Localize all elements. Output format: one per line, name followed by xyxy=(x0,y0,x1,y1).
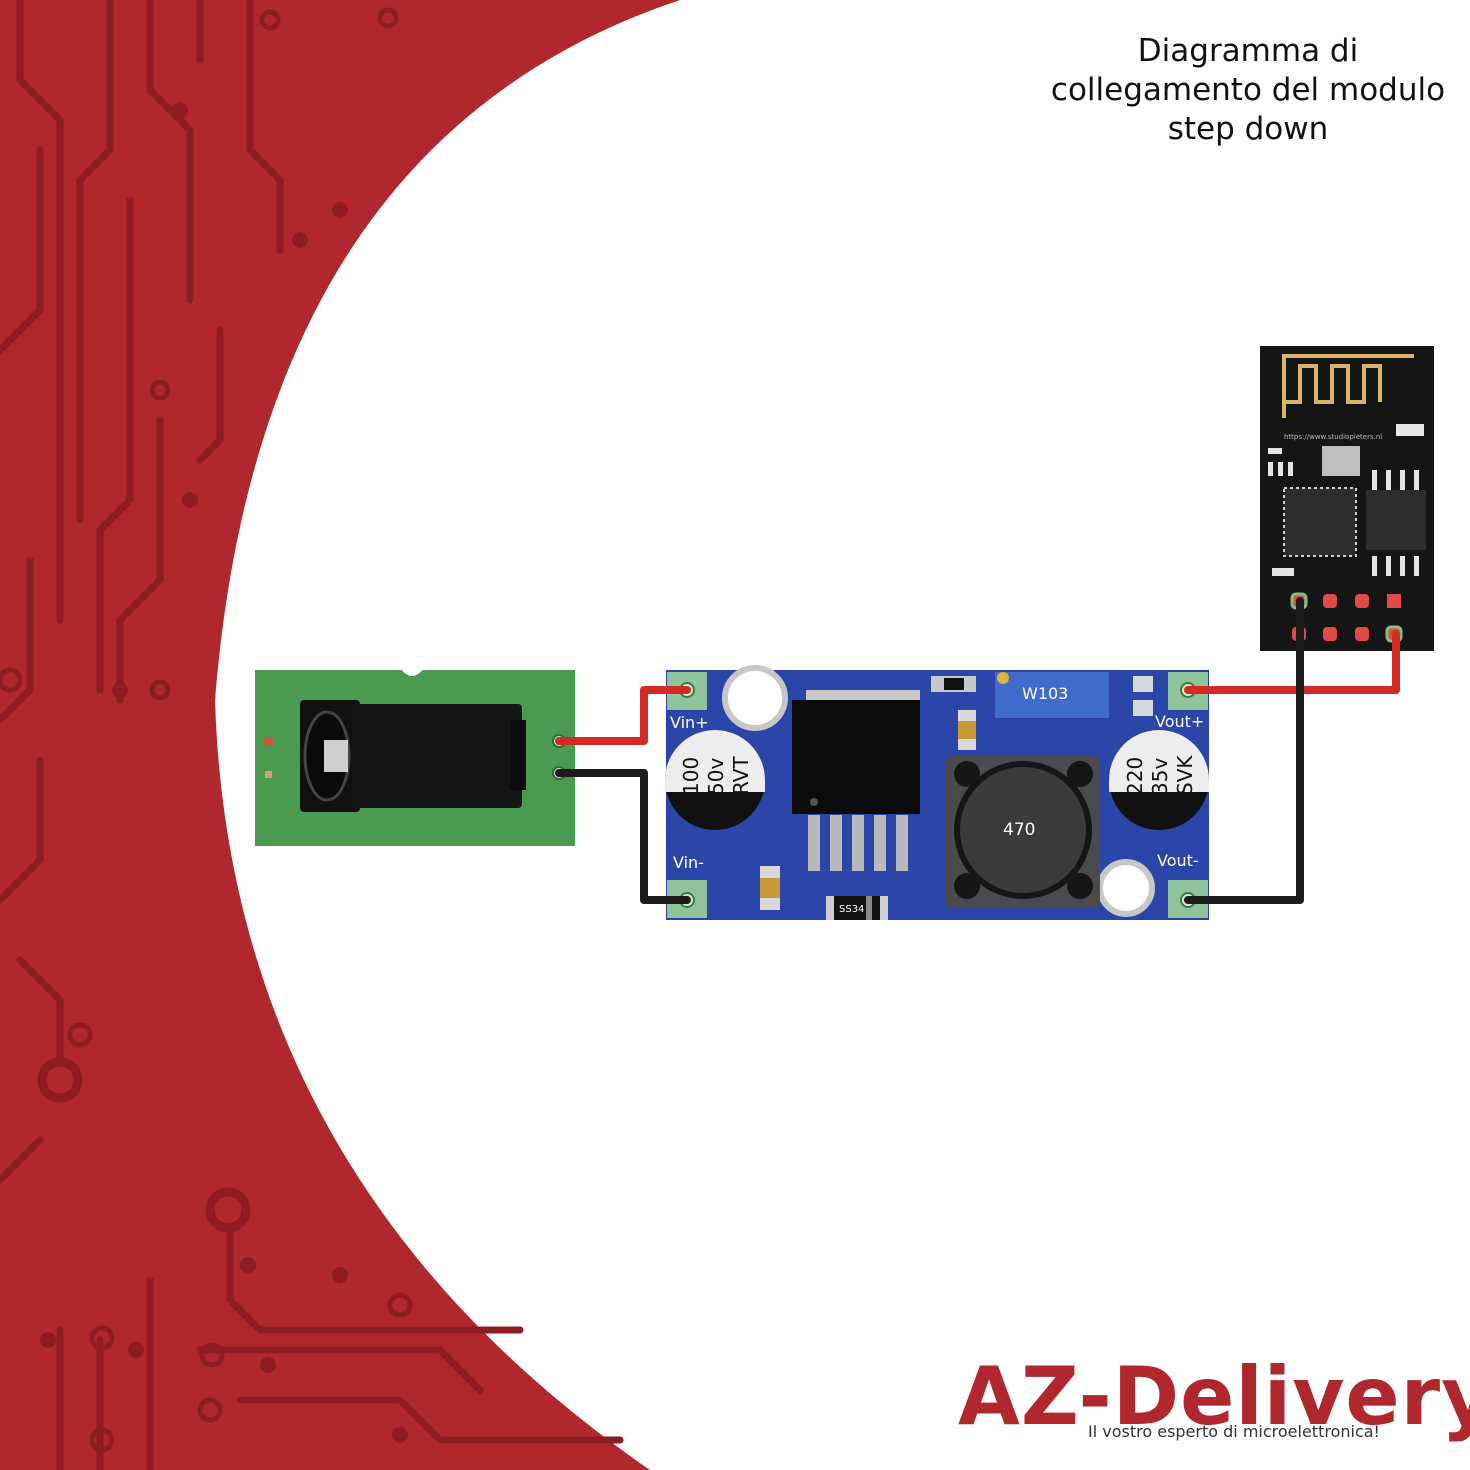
pin-label-vout-minus: Vout- xyxy=(1157,851,1199,870)
cap-out-label-1: 220 xyxy=(1123,757,1147,795)
diode-label: SS34 xyxy=(839,904,864,915)
wire-vout-plus xyxy=(1184,630,1400,694)
title-line-1: Diagramma di xyxy=(1137,33,1359,69)
dc-jack-board xyxy=(255,668,575,846)
step-down-module xyxy=(665,665,1209,920)
esp01-board xyxy=(1260,346,1434,651)
circuit-dots-decoration xyxy=(40,102,408,1443)
pin-label-vin-minus: Vin- xyxy=(673,853,704,872)
pin-label-vin-plus: Vin+ xyxy=(670,713,709,732)
cap-out-label-3: SVK xyxy=(1173,755,1197,795)
title-line-2: collegamento del modulo xyxy=(1050,72,1446,108)
wire-vin-plus xyxy=(555,686,691,745)
inductor-label: 470 xyxy=(1003,820,1035,840)
red-background xyxy=(0,0,680,1470)
title-line-3: step down xyxy=(1167,111,1329,147)
wire-vout-minus xyxy=(1184,597,1304,904)
brand-tagline: Il vostro esperto di microelettronica! xyxy=(1088,1422,1380,1441)
esp-url-label: https://www.studiopieters.nl xyxy=(1284,433,1382,441)
potentiometer-label: W103 xyxy=(1022,684,1068,703)
brand-name: AZ-Delivery xyxy=(958,1350,1470,1443)
wires xyxy=(555,597,1400,904)
cap-in-label-3: RVT xyxy=(729,756,753,795)
circuit-pads-decoration xyxy=(0,7,413,1453)
pin-label-vout-plus: Vout+ xyxy=(1155,712,1204,731)
diagram-title: Diagramma di collegamento del modulo ste… xyxy=(1010,32,1470,149)
wire-vin-minus xyxy=(555,769,691,904)
brand-logo: AZ-Delivery Il vostro esperto di microel… xyxy=(958,1352,1470,1452)
board-labels: Vin+ Vin- Vout+ Vout- 100 50v RVT 220 35… xyxy=(670,433,1382,915)
cap-out-label-2: 35v xyxy=(1148,758,1172,795)
cap-in-label-2: 50v xyxy=(704,758,728,795)
cap-in-label-1: 100 xyxy=(679,757,703,795)
